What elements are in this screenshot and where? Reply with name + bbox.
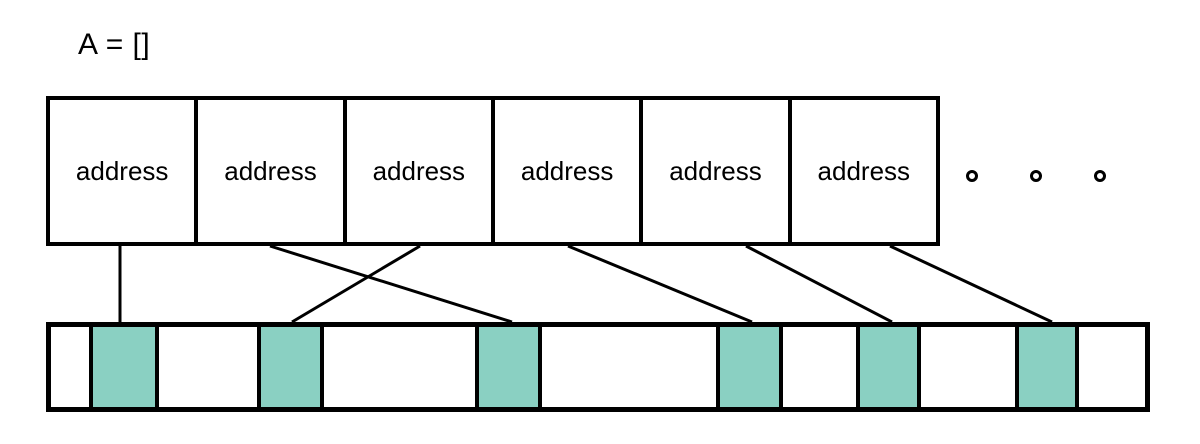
pointer-cell: address bbox=[494, 100, 644, 242]
pointer-connector-line bbox=[291, 244, 421, 324]
pointer-connector-line bbox=[745, 244, 893, 324]
memory-cell-free bbox=[158, 327, 262, 407]
pointer-cell: address bbox=[50, 100, 199, 242]
pointer-cell: address bbox=[198, 100, 347, 242]
memory-cell-free bbox=[541, 327, 720, 407]
memory-strip bbox=[46, 322, 1150, 412]
memory-cell-free bbox=[51, 327, 93, 407]
pointer-connector-line bbox=[269, 244, 513, 324]
pointer-cell-label: address bbox=[520, 155, 614, 186]
memory-cell-allocated bbox=[1018, 327, 1080, 407]
memory-cell-allocated bbox=[261, 327, 324, 407]
memory-cell-allocated bbox=[719, 327, 783, 407]
pointer-cell-label: address bbox=[224, 155, 317, 186]
pointer-connector-line bbox=[889, 244, 1053, 324]
pointer-cell: address bbox=[791, 100, 936, 242]
circle-dot-icon bbox=[1030, 170, 1042, 182]
pointer-cell: address bbox=[346, 100, 495, 242]
pointer-cell-label: address bbox=[372, 155, 466, 186]
circle-dot-icon bbox=[966, 170, 978, 182]
memory-cell-free bbox=[921, 327, 1019, 407]
pointer-cell-label: address bbox=[817, 155, 911, 186]
pointer-connector-line bbox=[567, 244, 753, 324]
memory-cell-allocated bbox=[92, 327, 159, 407]
memory-cell-allocated bbox=[860, 327, 922, 407]
memory-cell-free bbox=[323, 327, 480, 407]
pointer-array: address address address address address … bbox=[46, 96, 940, 246]
memory-cell-free bbox=[1079, 327, 1145, 407]
memory-cell-free bbox=[782, 327, 861, 407]
pointer-cell: address bbox=[643, 100, 792, 242]
array-variable-label: A = [] bbox=[78, 28, 151, 61]
memory-cell-allocated bbox=[479, 327, 542, 407]
ellipsis-group bbox=[966, 164, 1106, 188]
pointer-cell-label: address bbox=[75, 155, 169, 186]
circle-dot-icon bbox=[1094, 170, 1106, 182]
pointer-cell-label: address bbox=[669, 155, 762, 186]
